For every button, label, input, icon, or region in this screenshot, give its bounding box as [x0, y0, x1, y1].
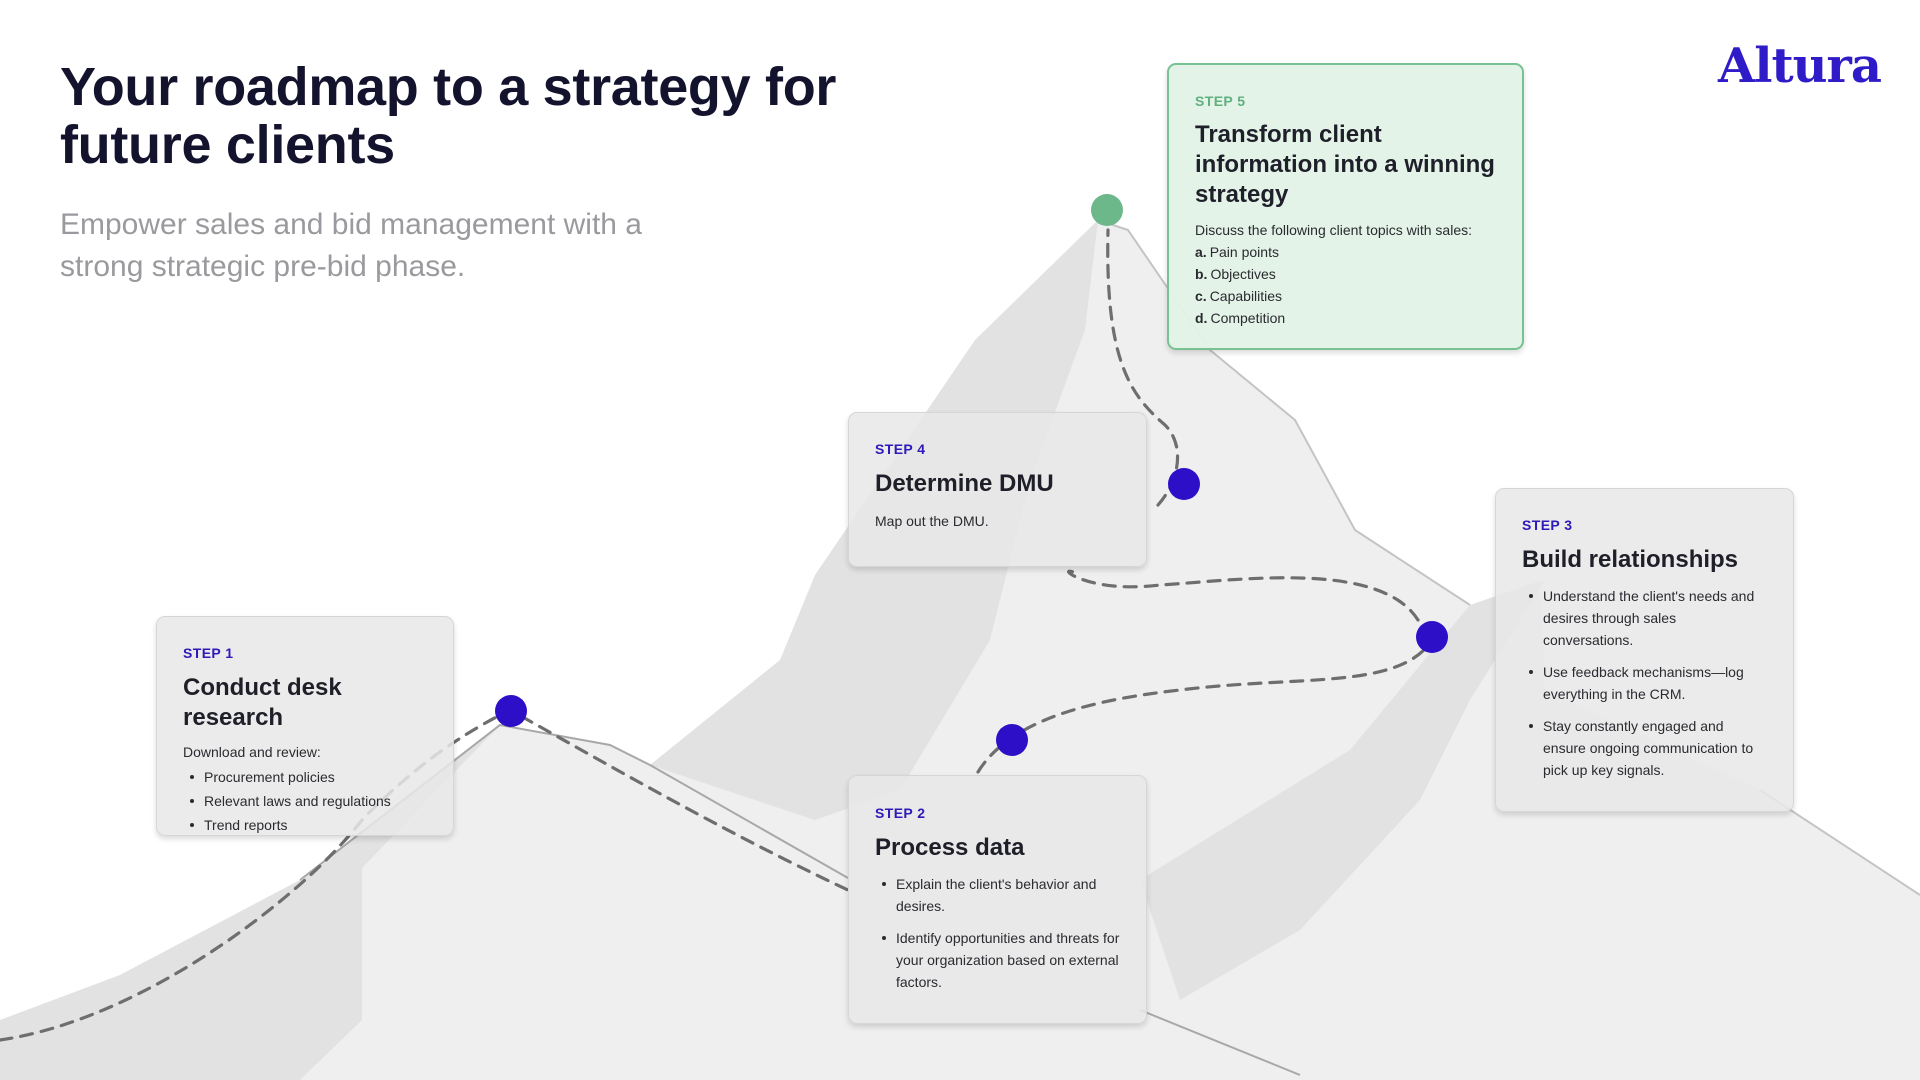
list-item: Stay constantly engaged and ensure ongoi… — [1522, 715, 1767, 781]
list-item: Relevant laws and regulations — [183, 790, 427, 812]
list-item: Use feedback mechanisms—log everything i… — [1522, 661, 1767, 705]
step-3-card: STEP 3 Build relationships Understand th… — [1495, 488, 1794, 812]
ridge-line — [1139, 1009, 1301, 1076]
topic-letter: d. — [1195, 310, 1208, 326]
list-item: Trend reports — [183, 814, 427, 836]
milestone-dot-step-1 — [495, 695, 527, 727]
step-list: Understand the client's needs and desire… — [1522, 585, 1767, 781]
step-5-card: STEP 5 Transform client information into… — [1167, 63, 1524, 350]
list-item: Identify opportunities and threats for y… — [875, 927, 1120, 993]
step-list: Procurement policies Relevant laws and r… — [183, 766, 427, 836]
step-label: STEP 4 — [875, 441, 926, 457]
step-2-card: STEP 2 Process data Explain the client's… — [848, 775, 1147, 1024]
topic-letter: b. — [1195, 266, 1208, 282]
step-4-card: STEP 4 Determine DMU Map out the DMU. — [848, 412, 1147, 567]
milestone-dot-step-3 — [1416, 621, 1448, 653]
milestone-dot-step-2 — [996, 724, 1028, 756]
topic-text: Objectives — [1210, 266, 1276, 282]
mountain-shadow-left — [0, 725, 500, 1080]
topic-letter: a. — [1195, 244, 1207, 260]
topic-text: Capabilities — [1209, 288, 1283, 304]
list-item: Explain the client's behavior and desire… — [875, 873, 1120, 917]
step-title: Transform client information into a winn… — [1195, 121, 1495, 208]
step-title: Determine DMU — [875, 470, 1054, 497]
topic-item: b.Objectives — [1195, 263, 1496, 285]
step-text: Map out the DMU. — [875, 513, 989, 529]
summit-dot-step-5 — [1091, 194, 1123, 226]
step-label: STEP 3 — [1522, 517, 1573, 533]
topic-text: Pain points — [1209, 244, 1279, 260]
topic-item: c.Capabilities — [1195, 285, 1496, 307]
step-title: Process data — [875, 834, 1025, 861]
step-label: STEP 5 — [1195, 93, 1246, 109]
page-subtitle: Empower sales and bid management with a … — [60, 208, 642, 283]
topic-item: d.Competition — [1195, 307, 1496, 329]
topic-item: a.Pain points — [1195, 241, 1496, 263]
step-intro: Discuss the following client topics with… — [1195, 222, 1473, 238]
altura-logo: Altura — [1718, 38, 1882, 94]
mountain-shadow-right — [1140, 580, 1545, 1000]
step-label: STEP 2 — [875, 805, 926, 821]
topic-text: Competition — [1210, 310, 1286, 326]
list-item: Understand the client's needs and desire… — [1522, 585, 1767, 651]
topic-letter: c. — [1195, 288, 1207, 304]
step-title: Build relationships — [1522, 546, 1739, 573]
list-item: Procurement policies — [183, 766, 427, 788]
milestone-dot-step-4 — [1168, 468, 1200, 500]
step-title: Conduct desk research — [183, 674, 342, 731]
step-1-card: STEP 1 Conduct desk research Download an… — [156, 616, 454, 836]
topic-list: a.Pain points b.Objectives c.Capabilitie… — [1195, 241, 1496, 329]
step-intro: Download and review: — [183, 744, 321, 760]
page-title: Your roadmap to a strategy for future cl… — [60, 57, 837, 175]
ridge-line — [1097, 219, 1471, 606]
step-list: Explain the client's behavior and desire… — [875, 873, 1120, 993]
step-label: STEP 1 — [183, 645, 234, 661]
